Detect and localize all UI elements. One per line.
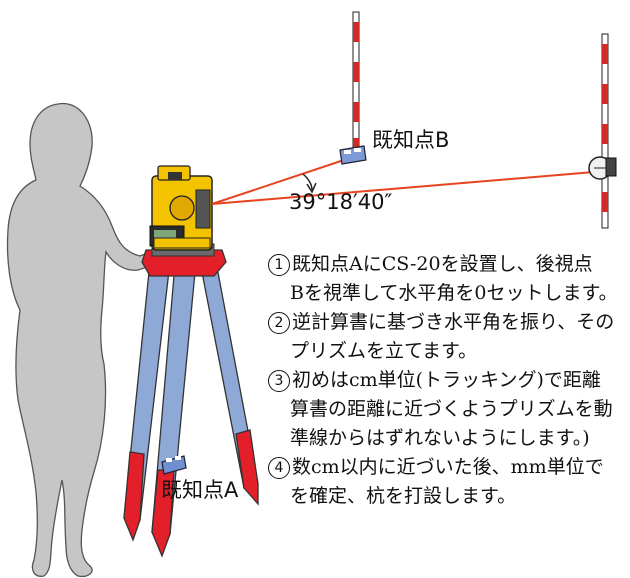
tripod (123, 243, 259, 558)
prism-pole (588, 33, 617, 229)
step-3-line-3: 準線からはずれないようにします。) (290, 427, 590, 449)
step-3-number: 3 (268, 370, 290, 392)
step-3-line-2: 算書の距離に近づくようプリズムを動 (290, 398, 613, 420)
horizontal-angle-label: 39°18′40″ (289, 190, 393, 214)
step-2-text-1: 逆計算書に基づき水平角を振り、その (292, 311, 615, 333)
step-4-text-1: 数cm以内に近づいた後、mm単位で (292, 456, 604, 478)
range-pole-b (339, 11, 367, 165)
known-point-b-label: 既知点B (372, 128, 450, 152)
step-3-text-1: 初めはcm単位(トラッキング)で距離 (292, 369, 601, 391)
step-2-line-2: プリズムを立てます。 (290, 340, 478, 362)
known-point-a-label: 既知点A (161, 478, 239, 502)
step-1-text-1: 既知点AにCS-20を設置し、後視点 (292, 253, 593, 275)
step-2-number: 2 (268, 312, 290, 334)
step-4-line-2: を確定、杭を打設します。 (290, 485, 517, 507)
total-station (149, 165, 213, 251)
prism-marker-a (161, 455, 187, 475)
step-1-line-2: Bを視準して水平角を0セットします。 (290, 282, 618, 304)
step-4-number: 4 (268, 457, 290, 479)
sight-lines (211, 157, 595, 205)
step-1-number: 1 (268, 254, 290, 276)
